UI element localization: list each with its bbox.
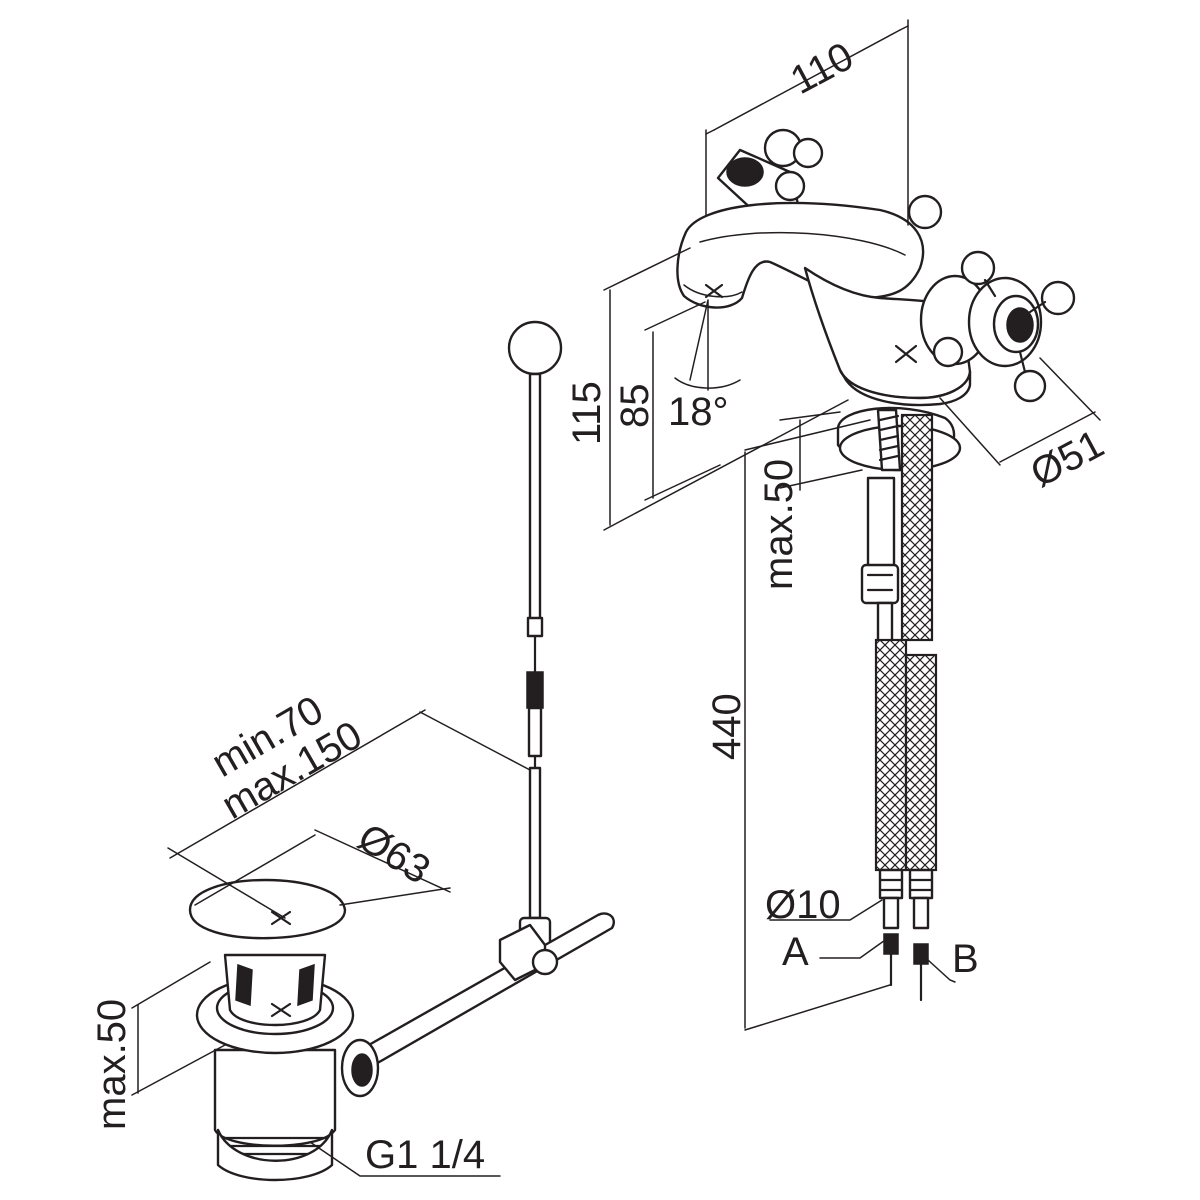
dim-440-label: 440 — [705, 693, 749, 760]
dim-o10-label: Ø10 — [765, 883, 841, 927]
dim-110-label: 110 — [784, 34, 861, 103]
dim-g114: G1 1/4 — [309, 1133, 501, 1177]
rod-knob — [507, 320, 563, 376]
hose-rear — [900, 413, 934, 642]
faucet-body — [676, 128, 1076, 407]
dim-85-label: 85 — [613, 384, 657, 429]
right-handle — [919, 250, 1076, 403]
dim-85: 85 — [613, 301, 721, 501]
supply-hoses — [874, 413, 938, 1002]
hose-a — [874, 638, 908, 872]
dim-max50-waste: max.50 — [90, 961, 226, 1130]
dim-18deg-label: 18° — [668, 390, 729, 434]
dim-max50-mount-label: max.50 — [757, 459, 801, 590]
dim-115-label: 115 — [565, 381, 609, 445]
dim-max50-waste-label: max.50 — [90, 999, 134, 1130]
linkage-arm — [358, 912, 615, 1067]
dim-o10: Ø10 — [765, 883, 883, 927]
dim-115: 115 — [565, 247, 849, 531]
label-a-text: A — [782, 930, 809, 974]
faucet-mount — [836, 406, 962, 643]
label-b-text: B — [952, 937, 979, 981]
dim-g114-label: G1 1/4 — [365, 1133, 485, 1177]
dim-min70-max150: min.70 max.150 — [167, 688, 531, 919]
label-a: A — [782, 930, 889, 974]
label-b: B — [927, 937, 979, 983]
hose-b — [904, 653, 938, 872]
waste-body — [213, 1048, 337, 1147]
plug-cap — [188, 878, 347, 940]
dim-o51-label: Ø51 — [1024, 422, 1111, 496]
popup-rod — [507, 320, 563, 952]
popup-waste — [188, 878, 615, 1182]
dim-440: 440 — [705, 419, 891, 1031]
dim-18deg: 18° — [668, 299, 741, 434]
dim-max50-mount: max.50 — [757, 411, 863, 590]
